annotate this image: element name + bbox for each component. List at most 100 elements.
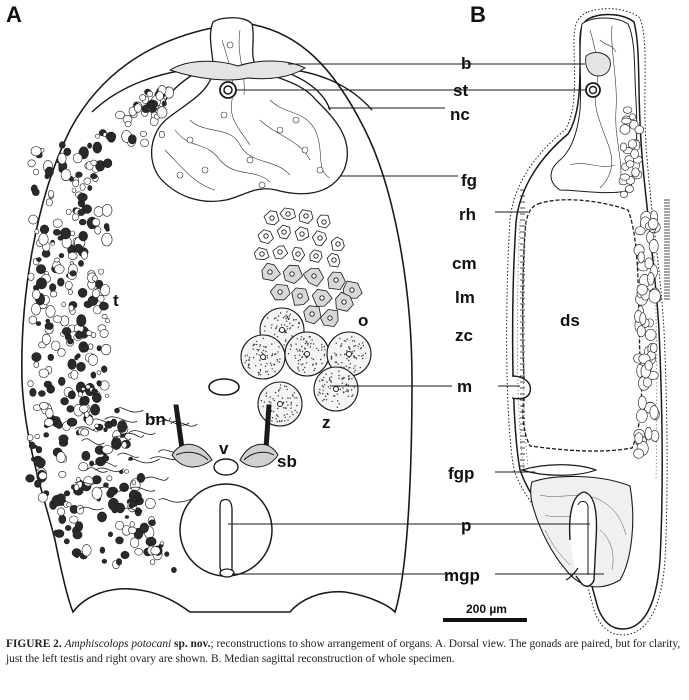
oocyte-nucleus <box>321 219 327 225</box>
parenchyma-cell <box>619 173 630 181</box>
label-nc: nc <box>450 105 470 124</box>
zygote-stipple <box>321 385 324 387</box>
testis-follicle <box>101 232 113 247</box>
testis-follicle <box>49 290 58 298</box>
zygote-stipple <box>256 348 258 351</box>
zygote-stipple <box>352 394 354 396</box>
zygote-stipple <box>351 378 353 380</box>
testis-follicle <box>25 474 35 483</box>
panel-letter-b: B <box>470 2 486 27</box>
sperm-strand <box>78 506 104 511</box>
penis-sagittal <box>568 491 598 587</box>
testis-follicle <box>161 100 167 107</box>
zygote-stipple <box>276 420 278 423</box>
zygote-stipple <box>286 388 288 391</box>
caption-species: Amphiscolops potocani <box>64 638 172 650</box>
oocyte-nucleus <box>333 277 339 283</box>
zygote-stipple <box>349 347 351 349</box>
oocyte-nucleus <box>311 273 317 279</box>
testis-follicle <box>45 408 54 419</box>
zygote-stipple <box>281 397 283 399</box>
testis-follicle <box>28 441 36 450</box>
zygote-stipple <box>304 366 306 369</box>
oocyte-nucleus <box>349 287 355 293</box>
zygote-stipple <box>299 350 301 352</box>
zygote-stipple <box>295 348 298 350</box>
testis-follicle <box>141 104 150 113</box>
zygote-stipple <box>270 401 272 404</box>
sperm-strand <box>74 426 95 431</box>
testis-follicle <box>58 470 67 478</box>
panel-b-sagittal-view <box>506 8 670 636</box>
zygote-stipple <box>277 319 279 321</box>
zygote-stipple <box>342 387 344 389</box>
testis-follicle <box>63 538 70 545</box>
zygote-stipple <box>341 382 343 384</box>
zygote-stipple <box>286 325 288 328</box>
testis-follicle <box>45 305 56 318</box>
zygote-stipple <box>330 376 332 378</box>
zygote-stipple <box>291 411 293 413</box>
sperm-strand <box>122 432 144 438</box>
zygote-stipple <box>349 348 351 350</box>
zygote-stipple <box>276 414 278 416</box>
zygote-stipple <box>329 387 331 390</box>
zygote-stipple <box>286 328 288 330</box>
zygote-stipple <box>349 367 351 369</box>
zygote-stipple <box>309 346 312 348</box>
testis-follicle <box>148 519 156 527</box>
zygote-stipple <box>294 354 296 357</box>
testis-follicle <box>57 347 66 357</box>
testis-follicle <box>97 294 105 303</box>
testis-follicle <box>131 480 137 486</box>
zygote-stipple <box>319 388 321 391</box>
zygote-stipple <box>348 378 351 380</box>
zygote-stipple <box>302 369 304 371</box>
scale-bar-label: 200 µm <box>466 602 507 616</box>
testis-follicle <box>146 90 154 97</box>
parenchyma-cell <box>648 239 659 254</box>
testis-follicle <box>124 120 132 128</box>
sperm-strand <box>158 420 190 426</box>
zygote-stipple <box>336 406 338 408</box>
testis-follicle <box>80 428 89 437</box>
zygote-stipple <box>318 391 320 393</box>
zygote-stipple <box>295 319 297 321</box>
zygote-stipple <box>362 344 365 347</box>
testis-follicle <box>71 213 79 221</box>
zygote-stipple <box>308 336 310 338</box>
testis-follicle <box>75 330 83 340</box>
testis-follicle <box>72 179 80 188</box>
testis-follicle <box>94 226 102 235</box>
caption-sp-nov: sp. nov. <box>174 638 211 650</box>
zygote-stipple <box>289 416 291 418</box>
testis-follicle <box>139 94 147 101</box>
oocyte-nucleus <box>297 293 303 299</box>
testis-follicle <box>128 134 137 145</box>
zygote-stipple <box>289 348 292 350</box>
zygote-stipple <box>321 349 323 351</box>
zygote-stipple <box>290 407 292 409</box>
testis-follicle <box>70 369 79 380</box>
label-zc: zc <box>455 326 473 345</box>
zygote-stipple <box>360 347 363 349</box>
testis-follicle <box>128 526 137 534</box>
zygote-stipple <box>247 364 250 367</box>
testis-follicle <box>74 553 80 559</box>
testis-follicle <box>63 490 71 497</box>
zygote-stipple <box>270 362 272 364</box>
zygote-stipple <box>248 363 250 365</box>
testis-follicle <box>31 188 40 196</box>
zygote-stipple <box>286 320 288 322</box>
zygote-stipple <box>296 397 298 399</box>
zygote-stipple <box>357 345 359 348</box>
testis-follicle <box>101 454 110 462</box>
zygote-stipple <box>290 345 293 347</box>
zygote-stipple <box>261 351 263 353</box>
testis-follicle <box>58 434 69 443</box>
zygote-stipple <box>294 357 297 359</box>
zygote-stipple <box>272 398 274 400</box>
label-b: b <box>461 54 471 73</box>
label-mgp: mgp <box>444 566 480 585</box>
zygote-stipple <box>293 392 295 394</box>
